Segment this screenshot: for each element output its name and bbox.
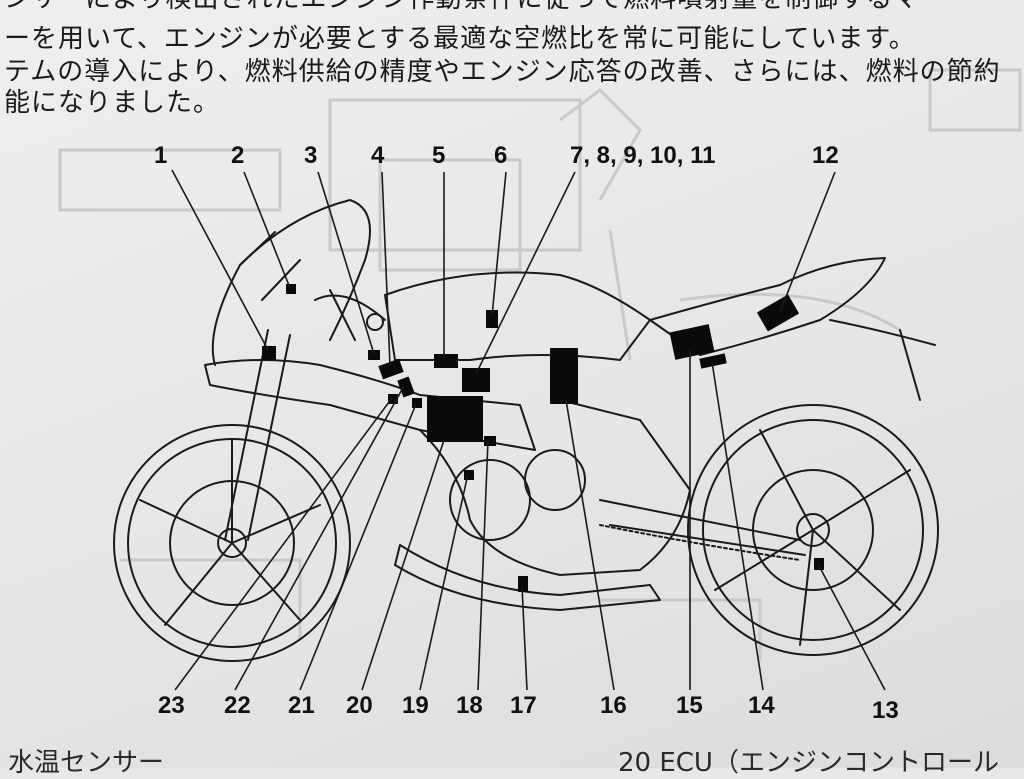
marker-22 [397,376,415,398]
marker-13 [814,558,824,570]
legend-fragment-right: 20 ECU（エンジンコントロール [618,748,999,778]
marker-21 [412,398,422,408]
callout-bottom-17: 17 [510,692,537,719]
callout-bottom-13: 13 [872,697,899,724]
swingarm [599,499,806,556]
callout-bottom-18: 18 [456,692,483,719]
callout-top-4: 4 [371,142,385,169]
callout-top-1: 1 [154,142,168,169]
marker-19 [464,470,474,480]
front-cowl [211,199,371,366]
marker-17 [518,576,528,592]
body-text-line-4: 能になりました。 [4,88,221,118]
callout-top-2: 2 [231,142,245,169]
callout-top-12: 12 [812,142,839,169]
callout-bottom-19: 19 [402,692,429,719]
marker-2 [286,284,296,294]
front-fork [224,259,301,541]
engine-block [419,399,691,576]
callout-top-6: 6 [494,142,508,169]
fuel-tank [384,271,651,361]
body-text-line-2: ーを用いて、エンジンが必要とする最適な空燃比を常に可能にしています。 [4,24,916,54]
body-text-line-3: テムの導入により、燃料供給の精度やエンジン応答の改善、さらには、燃料の節約 [4,57,1001,87]
legend-fragment-left: 水温センサー [8,748,165,778]
marker-5 [434,354,458,368]
callout-bottom-21: 21 [288,692,315,719]
callout-top-5: 5 [432,142,446,169]
component-markers [262,284,824,592]
lower-cowl [394,544,661,611]
marker-20 [427,396,483,442]
marker-14 [699,353,727,369]
seat-tail [649,257,886,356]
marker-16 [550,348,578,404]
callout-bottom-20: 20 [346,692,373,719]
callout-bottom-22: 22 [224,692,251,719]
marker-23 [388,394,398,404]
marker-18 [484,436,496,446]
callout-bottom-23: 23 [158,692,185,719]
callout-top-7-11: 7, 8, 9, 10, 11 [570,142,716,169]
callout-bottom-14: 14 [748,692,775,719]
body-text-line-1: ンサーにより検出されたエンジン作動条件に従って燃料噴射量を制御するマ [4,0,919,15]
marker-3 [368,350,380,360]
callout-bottom-15: 15 [676,692,703,719]
front-wheel [113,424,351,662]
marker-4 [378,358,404,380]
leader-lines [171,169,886,691]
callout-bottom-16: 16 [600,692,627,719]
marker-6 [486,310,498,328]
callout-top-3: 3 [304,142,318,169]
marker-12 [756,294,800,332]
marker-7-11 [462,368,490,392]
marker-1 [262,346,276,360]
marker-15 [669,324,715,360]
rear-wheel [687,404,939,656]
